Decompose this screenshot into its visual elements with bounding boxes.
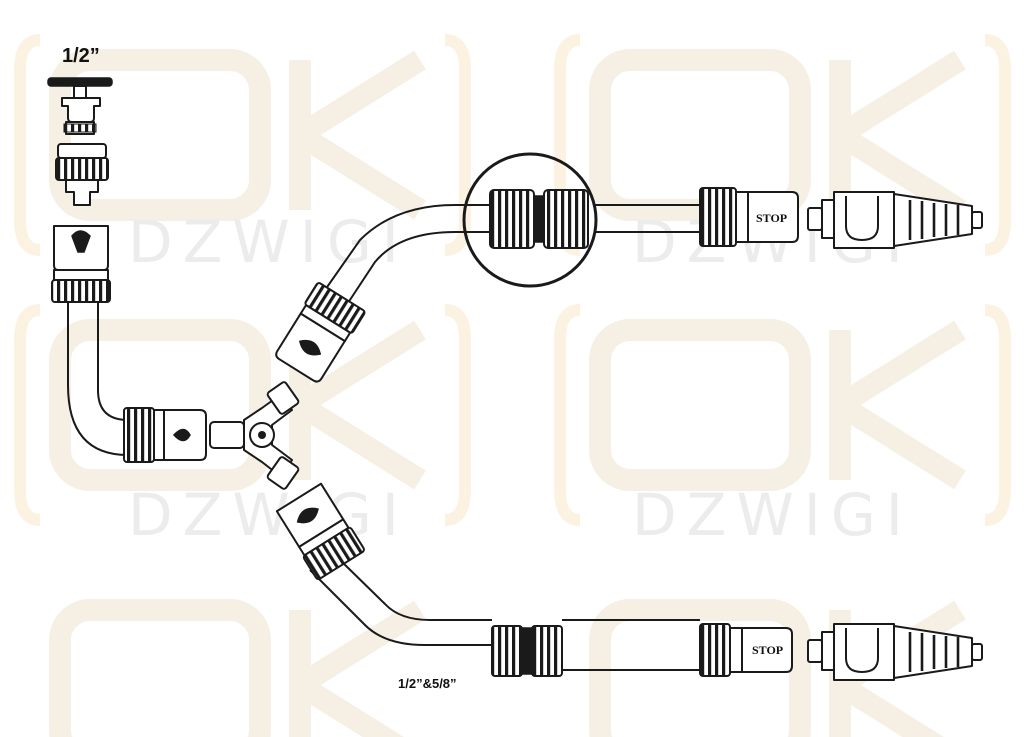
y-splitter <box>209 381 300 490</box>
stop-connector-lower: STOP <box>699 623 793 677</box>
hose-lower-branch <box>309 559 700 671</box>
hose-connector-tap <box>51 225 111 303</box>
hose-repair-coupler-upper <box>462 152 598 288</box>
watermark-ok-logo-middle-left <box>49 319 426 491</box>
watermark-ok-logo-top-right <box>589 49 966 221</box>
highlight-circle <box>462 152 598 288</box>
watermark-text-4: DZWIGI <box>632 481 913 549</box>
hose-upper-branch <box>317 204 700 313</box>
garden-tap <box>47 77 113 135</box>
hose-connector-lower-branch <box>275 482 365 581</box>
spray-nozzle-lower <box>807 623 983 681</box>
hose-connector-upper-branch <box>275 282 366 383</box>
stop-connector-upper: STOP <box>699 187 799 247</box>
stop-label-lower: STOP <box>752 643 783 657</box>
stop-label-upper: STOP <box>756 211 787 225</box>
spray-nozzle-upper <box>807 191 983 249</box>
hose-tap-to-splitter <box>67 300 129 456</box>
hose-size-label: 1/2”&5/8” <box>398 676 457 691</box>
watermark-brackets <box>14 34 1011 526</box>
watermark-text-1: DZWIGI <box>128 208 409 276</box>
watermark-ok-logo-top-left <box>49 49 426 221</box>
hose-connector-splitter-left <box>123 407 207 463</box>
hose-repair-coupler-lower <box>491 625 563 677</box>
watermark-ok-logo-bottom-left <box>49 599 426 737</box>
watermark-ok-logo-middle-right <box>589 319 966 491</box>
watermark-text-3: DZWIGI <box>128 481 409 549</box>
tap-size-label: 1/2” <box>62 45 100 67</box>
tap-adaptor <box>55 143 109 206</box>
